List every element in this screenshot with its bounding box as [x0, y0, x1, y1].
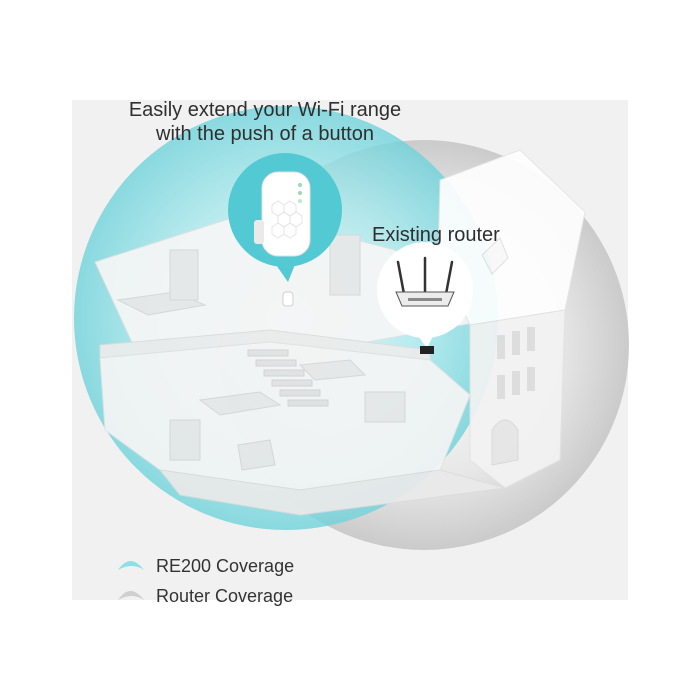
headline-line-2: with the push of a button — [156, 123, 374, 145]
legend-item-router: Router Coverage — [144, 582, 294, 610]
headline: Easily extend your Wi-Fi range with the … — [80, 98, 450, 146]
router-label: Existing router — [372, 224, 500, 246]
router-icon — [395, 256, 455, 307]
legend-icons — [118, 561, 144, 600]
legend-label-extender: RE200 Coverage — [156, 555, 295, 576]
legend-item-extender: RE200 Coverage — [144, 552, 294, 580]
honeycomb-pattern-icon — [271, 200, 303, 239]
router-callout — [377, 242, 473, 354]
house-cutaway — [94, 149, 586, 516]
wave-gray-icon — [118, 591, 144, 600]
legend: RE200 Coverage Router Coverage — [144, 552, 294, 612]
extender-callout — [228, 153, 342, 307]
extender-device — [261, 171, 311, 257]
headline-line-1: Easily extend your Wi-Fi range — [128, 99, 402, 121]
legend-label-router: Router Coverage — [156, 585, 294, 606]
wave-teal-icon — [118, 561, 144, 570]
